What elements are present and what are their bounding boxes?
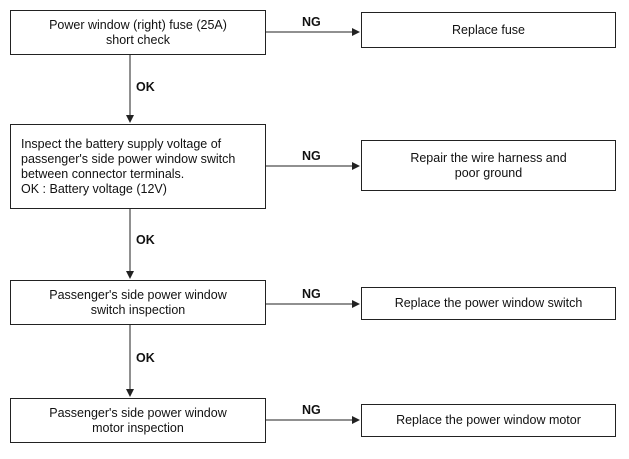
ng-label-1: NG: [302, 15, 321, 29]
step-box-fuse-check: Power window (right) fuse (25A) short ch…: [10, 10, 266, 55]
action-box-replace-fuse: Replace fuse: [361, 12, 616, 48]
step-text: Passenger's side power window motor insp…: [49, 405, 227, 435]
action-text: Replace the power window switch: [394, 296, 583, 310]
ng-label-4: NG: [302, 403, 321, 417]
action-box-repair-harness: Repair the wire harness and poor ground: [361, 140, 616, 191]
ok-label-2: OK: [136, 233, 155, 247]
step-text: Power window (right) fuse (25A) short ch…: [49, 17, 227, 47]
step-text: Inspect the battery supply voltage of pa…: [21, 136, 236, 196]
action-text: Replace fuse: [452, 22, 525, 37]
ng-label-2: NG: [302, 149, 321, 163]
action-box-replace-motor: Replace the power window motor: [361, 404, 616, 437]
step-text: Passenger's side power window switch ins…: [49, 287, 227, 317]
action-text: Repair the wire harness and poor ground: [410, 150, 567, 180]
step-box-switch-inspection: Passenger's side power window switch ins…: [10, 280, 266, 325]
action-box-replace-switch: Replace the power window switch: [361, 287, 616, 320]
ok-label-1: OK: [136, 80, 155, 94]
ng-label-3: NG: [302, 287, 321, 301]
ok-label-3: OK: [136, 351, 155, 365]
step-box-battery-voltage: Inspect the battery supply voltage of pa…: [10, 124, 266, 209]
step-box-motor-inspection: Passenger's side power window motor insp…: [10, 398, 266, 443]
action-text: Replace the power window motor: [396, 413, 581, 427]
